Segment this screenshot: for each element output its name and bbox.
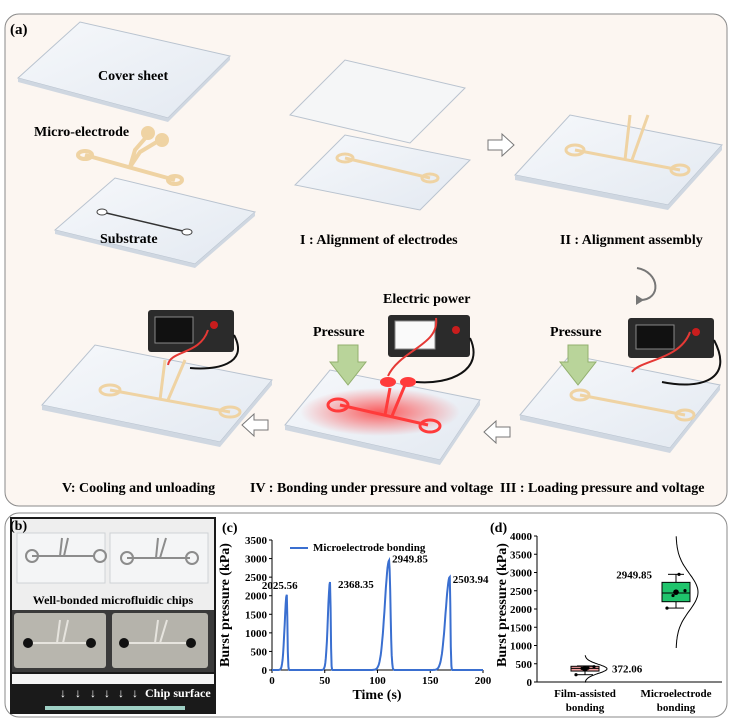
c-legend-label: Microelectrode bonding — [313, 542, 426, 554]
d-y-tick-label: 4000 — [510, 531, 533, 543]
d-x-tick-label: Film-assisted — [554, 688, 616, 700]
cover-sheet — [16, 21, 231, 122]
panel-c-chart: (c) Burst pressure (kPa) Time (s) Microe… — [218, 521, 492, 703]
d-data-point — [574, 673, 578, 677]
panel-b-label: (b) — [10, 519, 27, 534]
d-annotation: 2949.85 — [616, 569, 652, 581]
c-x-tick-label: 150 — [422, 675, 439, 687]
d-y-axis-label: Burst pressure (kPa) — [495, 543, 510, 667]
substrate — [53, 177, 257, 268]
c-peak-label: 2368.35 — [338, 579, 374, 591]
down-arrows-icon: ↓ ↓ ↓ ↓ ↓ ↓ — [60, 686, 138, 700]
step3-label: III : Loading pressure and voltage — [500, 481, 704, 496]
c-series-line — [272, 556, 483, 671]
c-peak-label: 2949.85 — [392, 553, 428, 565]
pressure-label-step4: Pressure — [313, 325, 365, 340]
c-y-tick-label: 1000 — [245, 628, 268, 640]
d-y-tick-label: 3500 — [510, 549, 533, 561]
panel-d-label: (d) — [490, 521, 507, 536]
c-x-tick-label: 50 — [319, 675, 331, 687]
d-y-tick-label: 1000 — [510, 641, 533, 653]
d-data-point — [665, 606, 669, 610]
svg-text:↓: ↓ — [104, 686, 110, 700]
d-mean-point — [673, 589, 679, 595]
arrow-right-icon — [487, 132, 515, 158]
d-density-curve — [584, 655, 608, 683]
step4-label: IV : Bonding under pressure and voltage — [250, 481, 493, 496]
arrow-left-icon — [483, 419, 511, 445]
micro-electrode — [76, 126, 184, 186]
c-peak-label: 2025.56 — [262, 580, 298, 592]
d-y-tick-label: 1500 — [510, 622, 533, 634]
d-data-point — [677, 572, 681, 576]
panel-a: (a) Cover sheet Micro-electrode Substrat… — [4, 13, 728, 507]
d-x-tick-label: bonding — [657, 702, 696, 714]
pressure-arrow-icon — [328, 344, 368, 386]
step1-label: I : Alignment of electrodes — [300, 233, 458, 248]
d-y-tick-label: 3000 — [510, 568, 533, 580]
c-x-tick-label: 100 — [369, 675, 386, 687]
d-data-point — [592, 665, 596, 669]
step4-illustration — [284, 315, 481, 465]
cover-sheet-label: Cover sheet — [98, 69, 168, 84]
chip-surface-caption: Chip surface — [145, 686, 211, 700]
d-annotation: 372.06 — [612, 663, 643, 675]
d-data-point — [671, 593, 675, 598]
c-y-tick-label: 2500 — [245, 572, 268, 584]
panel-d-chart: (d) Burst pressure (kPa) 0 500 1000 1500 200… — [490, 521, 722, 714]
c-x-tick-label: 0 — [269, 675, 275, 687]
svg-text:↓: ↓ — [60, 686, 66, 700]
step5-label: V: Cooling and unloading — [62, 481, 215, 496]
c-y-tick-label: 3500 — [245, 535, 268, 547]
step2-illustration — [514, 114, 723, 210]
micro-electrode-label: Micro-electrode — [34, 125, 129, 140]
svg-text:↓: ↓ — [118, 686, 124, 700]
c-y-tick-label: 2000 — [245, 591, 268, 603]
substrate-label: Substrate — [100, 232, 158, 247]
c-y-tick-label: 1500 — [245, 609, 268, 621]
c-x-axis-label: Time (s) — [352, 688, 401, 703]
step5-illustration — [41, 310, 273, 447]
c-y-axis-label: Burst pressure (kPa) — [218, 543, 233, 667]
c-x-tick-label: 200 — [475, 675, 492, 687]
pressure-arrow-icon — [558, 344, 598, 386]
panel-c-label: (c) — [222, 521, 238, 536]
d-y-tick-label: 2500 — [510, 586, 533, 598]
svg-text:↓: ↓ — [75, 686, 81, 700]
step3-illustration — [519, 318, 722, 453]
panel-b: Well-bonded microfluidic chips ↓ ↓ ↓ ↓ ↓ ↓ Ch… — [10, 517, 216, 714]
arrow-left-icon — [241, 412, 269, 438]
d-mean-point — [582, 666, 588, 672]
panel-a-label: (a) — [10, 22, 28, 38]
c-y-tick-label: 0 — [262, 665, 268, 677]
d-x-tick-label: bonding — [566, 702, 605, 714]
svg-text:↓: ↓ — [90, 686, 96, 700]
d-data-point — [683, 589, 687, 593]
electric-power-label: Electric power — [383, 292, 470, 307]
d-y-tick-label: 2000 — [510, 604, 533, 616]
svg-text:↓: ↓ — [132, 686, 138, 700]
pressure-label-step3: Pressure — [550, 325, 602, 340]
chips-caption: Well-bonded microfluidic chips — [33, 593, 194, 607]
d-x-tick-label: Microelectrode — [640, 688, 711, 700]
c-y-tick-label: 3000 — [245, 554, 268, 566]
d-y-tick-label: 500 — [516, 659, 533, 671]
c-y-tick-label: 500 — [251, 646, 268, 658]
d-y-tick-label: 0 — [527, 677, 533, 689]
c-peak-label: 2503.94 — [453, 574, 489, 586]
step1-illustration — [289, 59, 472, 211]
curved-arrow-icon — [636, 267, 657, 301]
step2-label: II : Alignment assembly — [560, 233, 703, 248]
d-density-curve — [675, 536, 699, 649]
